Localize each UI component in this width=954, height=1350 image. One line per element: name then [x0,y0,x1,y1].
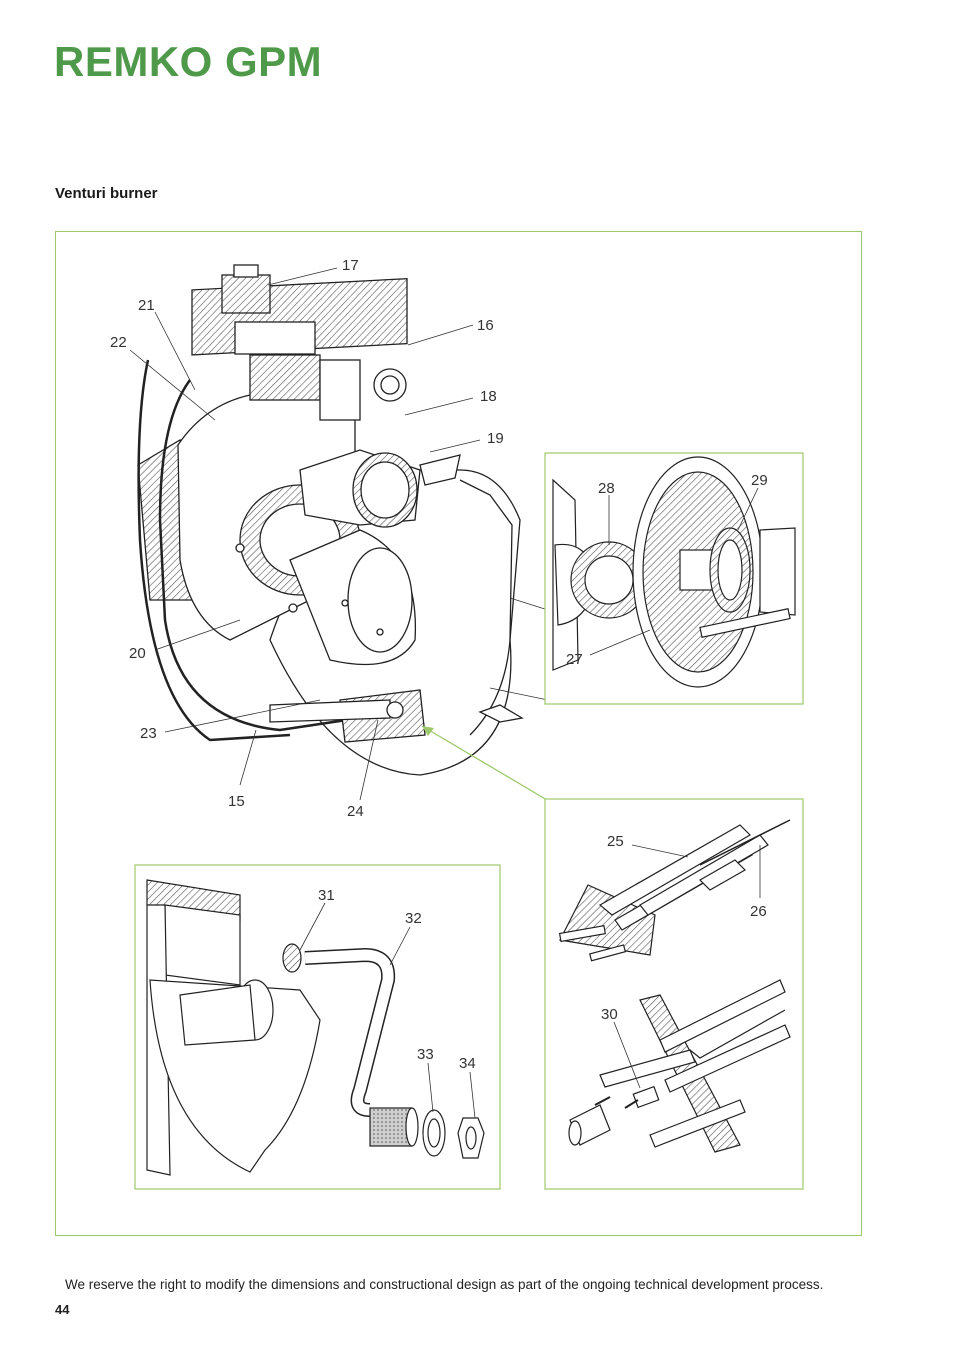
section-title: Venturi burner [55,185,158,202]
callout-22: 22 [110,334,127,351]
detail-flange-gasket [544,452,804,705]
callout-33: 33 [417,1046,434,1063]
callout-23: 23 [140,725,157,742]
figure-frame [55,231,862,1236]
callout-31: 31 [318,887,335,904]
detail-gas-connection [134,864,501,1190]
callout-16: 16 [477,317,494,334]
callout-15: 15 [228,793,245,810]
callout-30: 30 [601,1006,618,1023]
main-burner-drawing [137,264,524,776]
callout-25: 25 [607,833,624,850]
callout-17: 17 [342,257,359,274]
detail-electrodes [544,798,804,1190]
callout-numbers: 17 21 16 22 18 19 28 29 20 27 23 15 24 2… [110,257,768,1072]
main-leader-lines [129,267,549,801]
callout-29: 29 [751,472,768,489]
page-number: 44 [55,1302,70,1317]
callout-26: 26 [750,903,767,920]
brand-title: REMKO GPM [54,38,323,85]
callout-24: 24 [347,803,364,820]
callout-27: 27 [566,651,583,668]
callout-20: 20 [129,645,146,662]
callout-18: 18 [480,388,497,405]
callout-28: 28 [598,480,615,497]
detail-pointer-arrow [422,726,434,736]
detail-pointer [421,725,548,801]
callout-21: 21 [138,297,155,314]
footer-note: We reserve the right to modify the dimen… [65,1277,824,1292]
callout-19: 19 [487,430,504,447]
callout-34: 34 [459,1055,476,1072]
callout-32: 32 [405,910,422,927]
